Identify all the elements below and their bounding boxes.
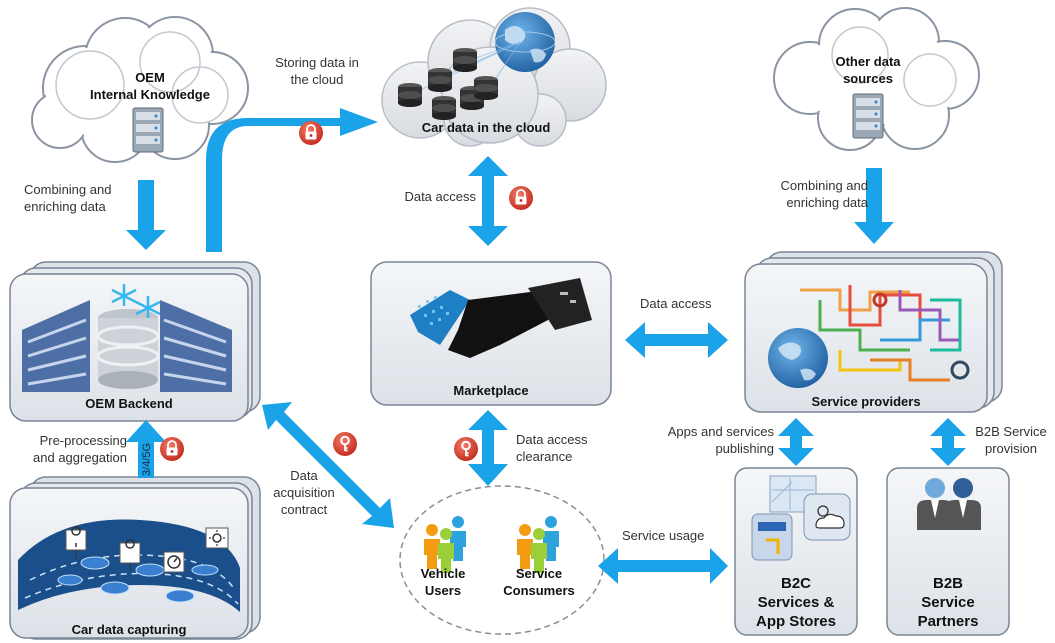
- other-sources-title: Other data sources: [835, 54, 901, 86]
- arrows: [126, 108, 966, 584]
- handshake-icon: [410, 278, 592, 358]
- data-access-cloud-label: Data access: [404, 189, 476, 204]
- pin-icon: [65, 526, 141, 570]
- apps-publishing-label: Apps and services publishing: [667, 424, 774, 456]
- service-usage-label: Service usage: [622, 528, 705, 543]
- server-icon: [132, 107, 164, 153]
- gauge-icon: [163, 551, 185, 573]
- clearance-label: Data access clearance: [516, 432, 588, 464]
- oem-backend-title: OEM Backend: [85, 396, 173, 411]
- data-network-icon: [800, 285, 970, 382]
- lock-icon: [508, 185, 534, 211]
- combining-right-label: Combining and enriching data: [780, 178, 868, 210]
- storing-label: Storing data in the cloud: [275, 55, 359, 87]
- service-consumers-label: Service Consumers: [503, 566, 575, 598]
- b2c-title: B2C Services & App Stores: [755, 575, 836, 630]
- preprocessing-label: Pre-processing and aggregation: [33, 433, 127, 465]
- other-sources-cloud: [773, 7, 980, 151]
- b2b-title: B2B Service Partners: [917, 575, 979, 630]
- building-icon: [22, 284, 232, 392]
- cloud-title: Car data in the cloud: [421, 120, 551, 135]
- car-icon: [57, 556, 219, 603]
- key-icon: [453, 436, 479, 462]
- b2b-provision-label: B2B Service provision: [975, 424, 1047, 456]
- network-label: 3/4/5G: [141, 443, 153, 476]
- globe-icon: [494, 12, 556, 72]
- service-providers-title: Service providers: [811, 394, 921, 409]
- key-icon: [332, 431, 358, 457]
- data-access-sp-label: Data access: [640, 296, 712, 311]
- globe-icon: [768, 328, 828, 388]
- businessman-icon: [917, 478, 981, 530]
- lock-icon: [298, 120, 324, 146]
- combining-left-label: Combining and enriching data: [24, 182, 112, 214]
- oem-knowledge-title: OEM Internal Knowledge: [90, 70, 210, 102]
- car-capturing-title: Car data capturing: [71, 622, 187, 637]
- sun-icon: [205, 527, 229, 549]
- data-acquisition-label: Data acquisition contract: [273, 468, 335, 517]
- database-icon: [398, 41, 521, 120]
- marketplace-title: Marketplace: [453, 383, 529, 398]
- weather-icon: [803, 493, 851, 541]
- vehicle-users-label: Vehicle Users: [420, 566, 466, 598]
- server-icon: [852, 93, 884, 139]
- lock-icon: [159, 436, 185, 462]
